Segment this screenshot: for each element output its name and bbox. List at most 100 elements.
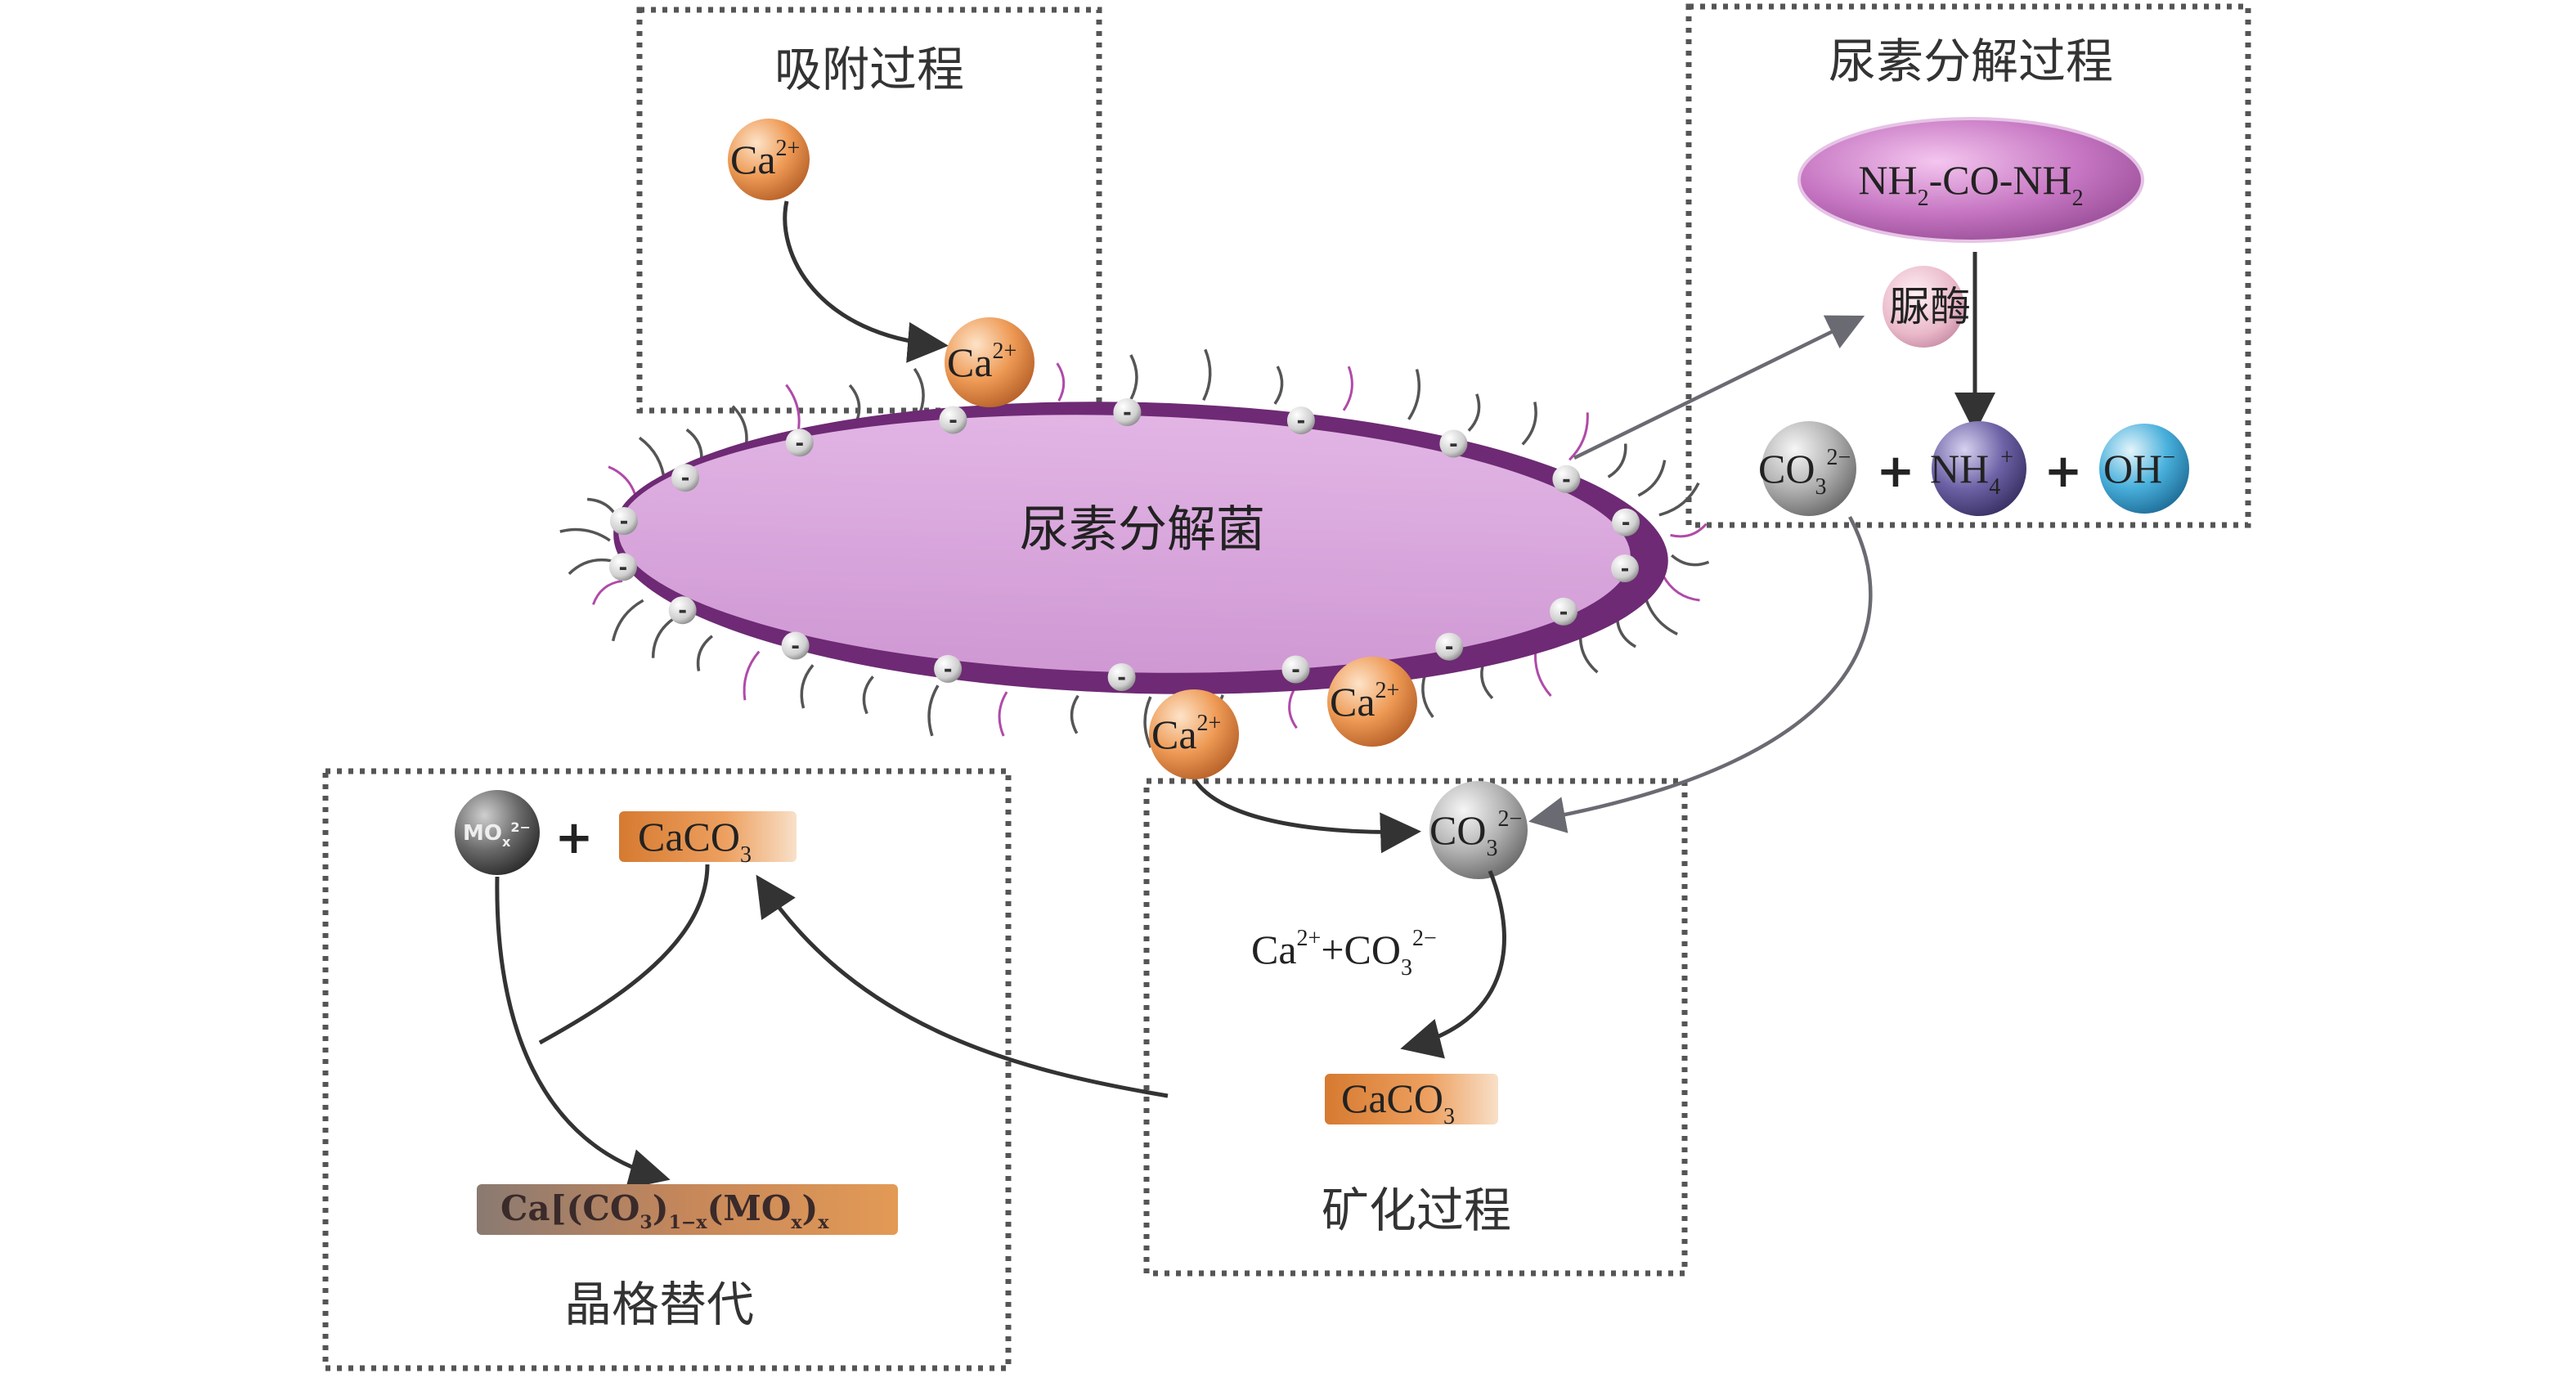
svg-text:-: - bbox=[944, 658, 953, 682]
mineralization-title: 矿化过程 bbox=[1322, 1184, 1511, 1237]
flagellum bbox=[1342, 366, 1353, 411]
negative-charge-icon: - bbox=[671, 464, 699, 492]
svg-text:-: - bbox=[1123, 401, 1132, 425]
mo-ion: MOx2− bbox=[455, 790, 540, 875]
negative-charge-icon: - bbox=[1107, 663, 1136, 691]
co3-ion-mineralization: CO32− bbox=[1429, 781, 1528, 879]
flagellum bbox=[1273, 366, 1284, 405]
flagellum bbox=[1658, 482, 1700, 517]
svg-text:Ca2+: Ca2+ bbox=[730, 136, 800, 182]
flagellum bbox=[651, 617, 675, 658]
svg-text:-: - bbox=[678, 599, 687, 623]
ca-to-carbonate-arrow bbox=[1193, 779, 1421, 854]
negative-charge-icon: - bbox=[1435, 632, 1464, 661]
svg-text:-: - bbox=[1291, 658, 1300, 683]
svg-text:Ca2+: Ca2+ bbox=[947, 339, 1016, 385]
urea-decomposition-title: 尿素分解过程 bbox=[1829, 35, 2113, 88]
flagellum bbox=[848, 384, 861, 423]
flagellum bbox=[1288, 689, 1298, 729]
urea-decomposition-box: 尿素分解过程 bbox=[1685, 3, 2251, 528]
adsorption-title: 吸附过程 bbox=[774, 43, 964, 97]
negative-charge-icon: - bbox=[1550, 597, 1577, 626]
svg-text:-: - bbox=[1562, 468, 1571, 492]
negative-charge-icon: - bbox=[1113, 398, 1142, 426]
flagellum bbox=[913, 367, 925, 413]
flagellum bbox=[1607, 443, 1627, 478]
flagellum bbox=[1671, 554, 1710, 567]
svg-text:OH−: OH− bbox=[2103, 445, 2175, 492]
flagellum bbox=[1670, 523, 1708, 538]
negative-charge-icon: - bbox=[610, 507, 638, 535]
svg-text:-: - bbox=[1449, 433, 1458, 457]
flagellum bbox=[1129, 354, 1138, 400]
substituted-calcium-carbonate: Ca[(CO3)1−x(MOx)x bbox=[477, 1184, 898, 1235]
lattice-substitution-box: 晶格替代 bbox=[322, 768, 1012, 1371]
negative-charge-icon: - bbox=[785, 429, 814, 457]
svg-text:-: - bbox=[1560, 600, 1568, 625]
svg-text:-: - bbox=[791, 635, 800, 659]
plus-sign-3: + bbox=[555, 811, 594, 864]
adsorption-arrow bbox=[783, 200, 949, 363]
urea-decomposing-bacterium: 尿素分解菌 - - - - - - - - - - - - - - - - - - bbox=[559, 348, 1710, 748]
svg-text:Ca2+: Ca2+ bbox=[1151, 711, 1221, 757]
svg-text:-: - bbox=[619, 555, 628, 580]
flagella bbox=[559, 348, 1710, 748]
flagellum bbox=[638, 436, 666, 483]
svg-text:-: - bbox=[681, 466, 690, 491]
caco3-to-junction-line bbox=[538, 864, 710, 1045]
negative-charge-icon: - bbox=[1439, 429, 1468, 458]
flagellum bbox=[743, 650, 761, 701]
svg-text:CO32−: CO32− bbox=[1758, 445, 1851, 500]
ca-ion-adsorbed-top: Ca2+ bbox=[945, 317, 1034, 407]
negative-charge-icon: - bbox=[608, 553, 637, 581]
svg-text:CO32−: CO32− bbox=[1429, 806, 1522, 861]
svg-text:-: - bbox=[1117, 666, 1126, 690]
flagellum bbox=[1070, 694, 1079, 734]
svg-text:-: - bbox=[1621, 557, 1630, 581]
flagellum bbox=[559, 527, 611, 542]
flagellum bbox=[927, 685, 940, 737]
plus-sign-1: + bbox=[1877, 445, 1915, 498]
ca-ion-adsorbed-bottom-left: Ca2+ bbox=[1149, 689, 1239, 779]
flagellum bbox=[591, 579, 623, 605]
negative-charge-icon: - bbox=[1552, 465, 1581, 493]
flagellum bbox=[800, 664, 815, 709]
adsorption-box: 吸附过程 bbox=[636, 7, 1102, 414]
co3-ion-product: CO32− bbox=[1758, 421, 1856, 516]
flagellum bbox=[1407, 369, 1421, 420]
negative-charge-icon: - bbox=[1281, 655, 1310, 684]
negative-charge-icon: - bbox=[1611, 554, 1639, 582]
flagellum bbox=[696, 635, 714, 671]
flagellum bbox=[568, 558, 612, 575]
surface-charges: - - - - - - - - - - - - - - - - - - bbox=[608, 398, 1640, 691]
svg-text:-: - bbox=[1445, 635, 1454, 660]
svg-text:脲酶: 脲酶 bbox=[1889, 284, 1971, 330]
flagellum bbox=[998, 691, 1008, 737]
svg-text:-: - bbox=[1297, 409, 1306, 433]
caco3-reactant-lattice: CaCO3 bbox=[619, 811, 797, 868]
svg-text:-: - bbox=[795, 431, 804, 456]
svg-text:NH2-CO-NH2: NH2-CO-NH2 bbox=[1858, 157, 2083, 211]
flagellum bbox=[1533, 647, 1552, 697]
caco3-product-mineralization: CaCO3 bbox=[1325, 1074, 1498, 1129]
negative-charge-icon: - bbox=[668, 596, 697, 625]
flagellum bbox=[1643, 595, 1678, 635]
urea-molecule: NH2-CO-NH2 bbox=[1797, 117, 2144, 243]
negative-charge-icon: - bbox=[1612, 508, 1640, 536]
negative-charge-icon: - bbox=[934, 654, 963, 683]
flagellum bbox=[1143, 696, 1152, 748]
flagellum bbox=[1467, 393, 1481, 432]
ca-ion-free: Ca2+ bbox=[728, 119, 810, 200]
precipitation-arrow bbox=[1400, 870, 1506, 1059]
svg-text:CaCO3: CaCO3 bbox=[1341, 1075, 1455, 1129]
flagellum bbox=[862, 676, 874, 715]
bacterium-label: 尿素分解菌 bbox=[1020, 503, 1265, 557]
plus-sign-2: + bbox=[2044, 445, 2083, 498]
bacterium-to-urease-arrow bbox=[1573, 315, 1865, 460]
mineral-return-arrow bbox=[756, 874, 1169, 1098]
ca-ion-adsorbed-bottom-right: Ca2+ bbox=[1327, 657, 1417, 747]
flagellum bbox=[1421, 673, 1434, 718]
flagellum bbox=[1568, 412, 1589, 461]
carbonate-transfer-arrow bbox=[1528, 515, 1873, 833]
svg-text:-: - bbox=[949, 409, 958, 433]
